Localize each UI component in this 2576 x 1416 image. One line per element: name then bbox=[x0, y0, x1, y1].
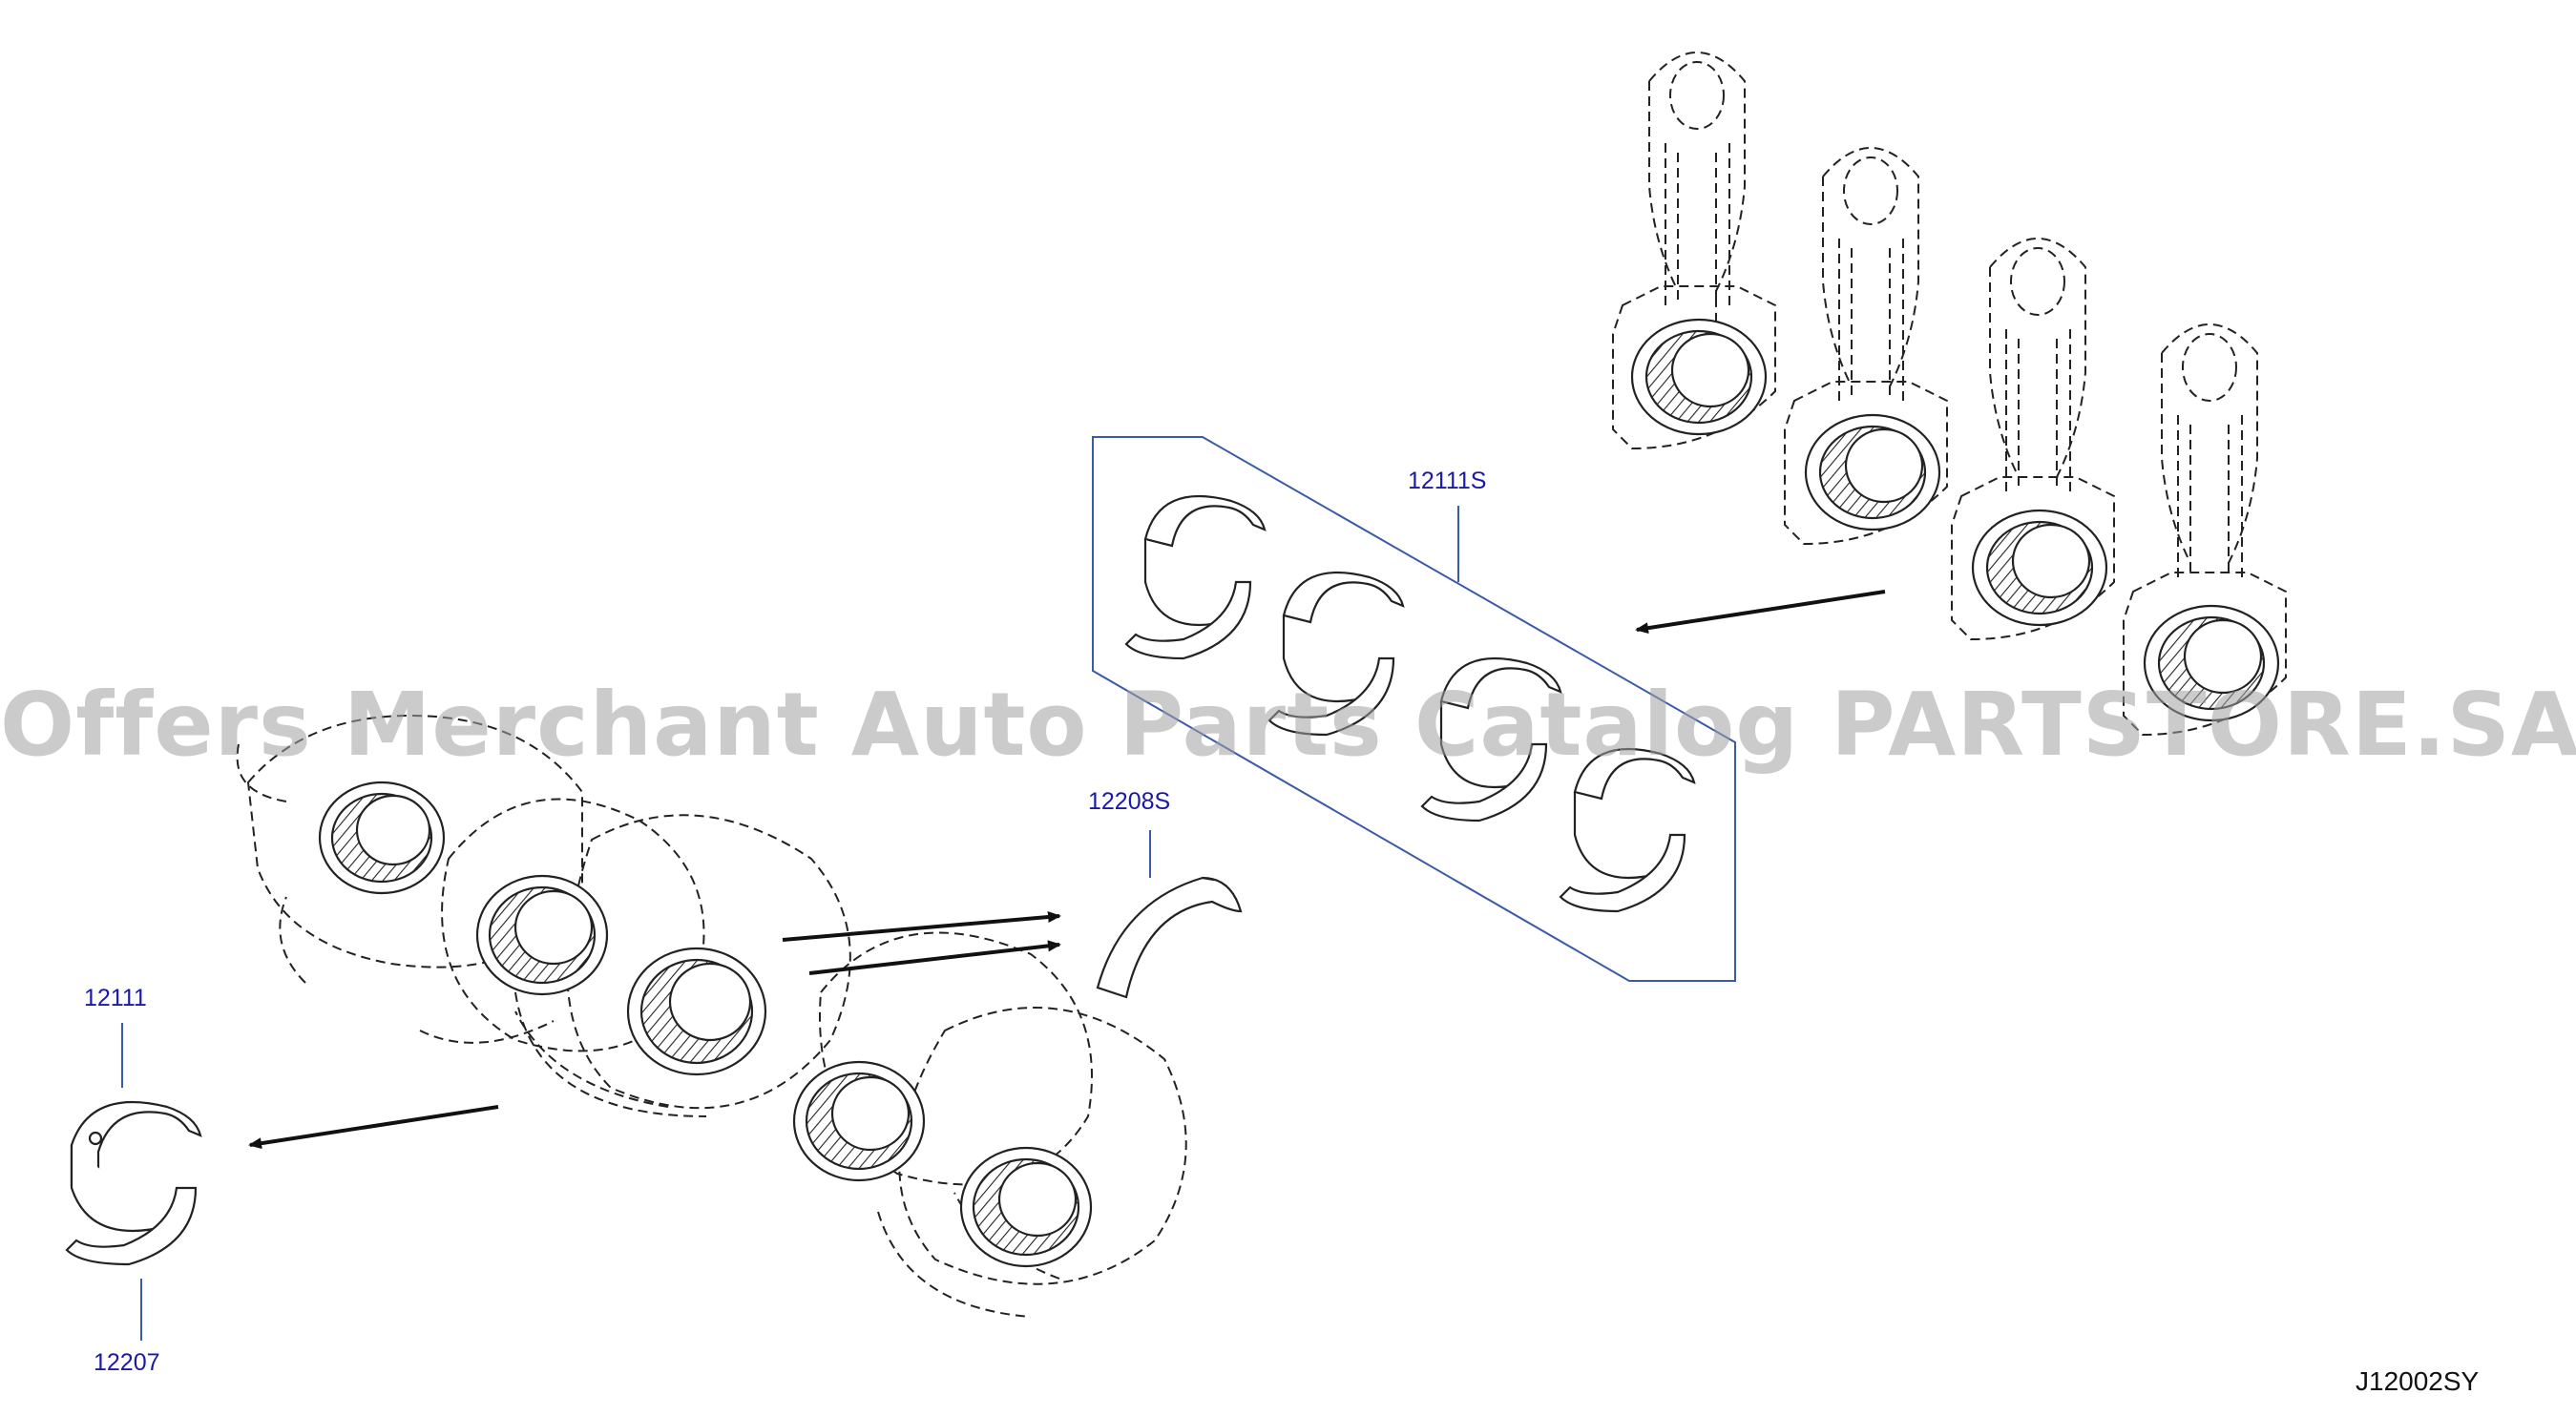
thrust-washer-part bbox=[1096, 876, 1243, 999]
arrow-conrod-to-set bbox=[1635, 590, 1886, 635]
arrow-to-thrust-lower bbox=[808, 940, 1061, 975]
connecting-rod-1 bbox=[1612, 52, 1776, 450]
set-shell-3 bbox=[1420, 656, 1562, 823]
bearing-set-shells bbox=[1124, 494, 1696, 913]
connecting-rod-3 bbox=[1951, 238, 2115, 641]
main-journal-1 bbox=[318, 781, 446, 895]
bearing-set-panel bbox=[1092, 436, 1736, 982]
set-shell-1 bbox=[1124, 494, 1267, 660]
bearing-set-frame bbox=[1092, 436, 1736, 982]
connecting-rod-4 bbox=[2123, 323, 2287, 737]
main-journal-2 bbox=[475, 874, 609, 996]
set-shell-4 bbox=[1559, 747, 1696, 913]
main-journal-5 bbox=[959, 1146, 1093, 1268]
conrod-shell-4 bbox=[2143, 604, 2280, 722]
main-bearing-journals bbox=[318, 781, 1093, 1268]
set-shell-2 bbox=[1267, 571, 1405, 737]
callout-12208S[interactable]: 12208S bbox=[1088, 788, 1171, 815]
connecting-rod-2 bbox=[1784, 147, 1948, 546]
main-journal-4 bbox=[792, 1060, 926, 1182]
conrod-shell-2 bbox=[1804, 413, 1941, 531]
connecting-rod-group bbox=[1612, 52, 2287, 737]
arrow-to-thrust-upper bbox=[782, 911, 1061, 942]
arrow-to-bearing bbox=[248, 1105, 499, 1150]
callout-12111S[interactable]: 12111S bbox=[1408, 468, 1487, 494]
single-bearing-part bbox=[65, 1100, 202, 1266]
callout-12111[interactable]: 12111 bbox=[84, 985, 147, 1011]
conrod-bearing-shells bbox=[1630, 318, 2280, 722]
conrod-shell-1 bbox=[1630, 318, 1768, 436]
main-journal-3 bbox=[626, 947, 767, 1076]
callout-12207[interactable]: 12207 bbox=[94, 1349, 160, 1376]
diagram-code: J12002SY bbox=[2356, 1366, 2480, 1396]
conrod-shell-3 bbox=[1971, 509, 2108, 627]
